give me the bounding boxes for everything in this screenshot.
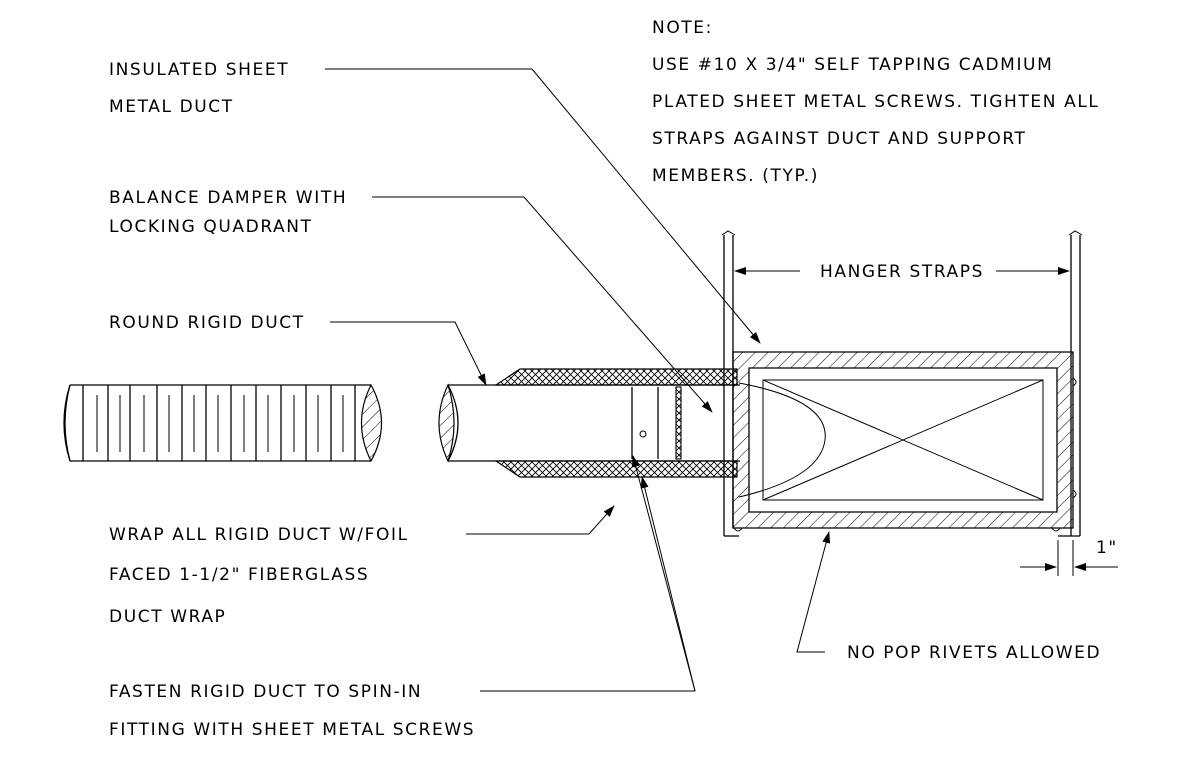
note-line: STRAPS AGAINST DUCT AND SUPPORT <box>652 129 1027 149</box>
note-line: USE #10 X 3/4" SELF TAPPING CADMIUM <box>652 55 1053 75</box>
callout-no-pop-rivets: NO POP RIVETS ALLOWED <box>796 531 1101 663</box>
note-line: MEMBERS. (TYP.) <box>652 166 819 186</box>
note-heading: NOTE: <box>652 18 713 38</box>
note-block: NOTE: USE #10 X 3/4" SELF TAPPING CADMIU… <box>652 18 1099 186</box>
leader-no-pop-rivets <box>796 531 831 653</box>
callout-insulated-duct: INSULATED SHEET METAL DUCT <box>109 60 761 344</box>
dimension-1-inch: 1" <box>1020 538 1118 576</box>
label-hanger-straps: HANGER STRAPS <box>820 262 984 282</box>
round-rigid-duct <box>438 368 740 478</box>
leader-fasten-arrow <box>631 455 696 692</box>
callout-fasten: FASTEN RIGID DUCT TO SPIN-IN FITTING WIT… <box>109 455 696 740</box>
label-fasten: FITTING WITH SHEET METAL SCREWS <box>109 720 475 740</box>
duct-wrap-top <box>494 368 738 386</box>
hanger-straps: HANGER STRAPS <box>721 230 1083 537</box>
label-wrap: DUCT WRAP <box>109 607 226 627</box>
label-wrap: FACED 1-1/2" FIBERGLASS <box>109 565 369 585</box>
screw-icon <box>639 430 647 438</box>
leader-round-rigid-duct <box>330 321 487 386</box>
label-insulated-duct: METAL DUCT <box>109 97 234 117</box>
callout-balance-damper: BALANCE DAMPER WITH LOCKING QUADRANT <box>109 188 713 413</box>
leader-insulated-duct <box>325 68 761 344</box>
label-fasten: FASTEN RIGID DUCT TO SPIN-IN <box>109 682 422 702</box>
callout-wrap: WRAP ALL RIGID DUCT W/FOIL FACED 1-1/2" … <box>109 505 615 627</box>
leader-fasten-arrow <box>640 476 696 692</box>
label-round-rigid-duct: ROUND RIGID DUCT <box>109 313 305 333</box>
leader-wrap <box>466 505 615 535</box>
label-no-pop-rivets: NO POP RIVETS ALLOWED <box>847 643 1101 663</box>
leader-balance-damper <box>372 196 713 413</box>
rectangular-duct <box>732 351 1077 532</box>
label-dimension: 1" <box>1096 538 1118 558</box>
callout-round-rigid-duct: ROUND RIGID DUCT <box>109 313 487 386</box>
flexible-duct <box>63 383 383 463</box>
damper-blade <box>675 386 682 460</box>
label-balance-damper: BALANCE DAMPER WITH <box>109 188 347 208</box>
duct-wrap-bottom <box>494 460 738 478</box>
label-insulated-duct: INSULATED SHEET <box>109 60 289 80</box>
label-wrap: WRAP ALL RIGID DUCT W/FOIL <box>109 525 409 545</box>
label-balance-damper: LOCKING QUADRANT <box>109 217 313 237</box>
note-line: PLATED SHEET METAL SCREWS. TIGHTEN ALL <box>652 92 1099 112</box>
